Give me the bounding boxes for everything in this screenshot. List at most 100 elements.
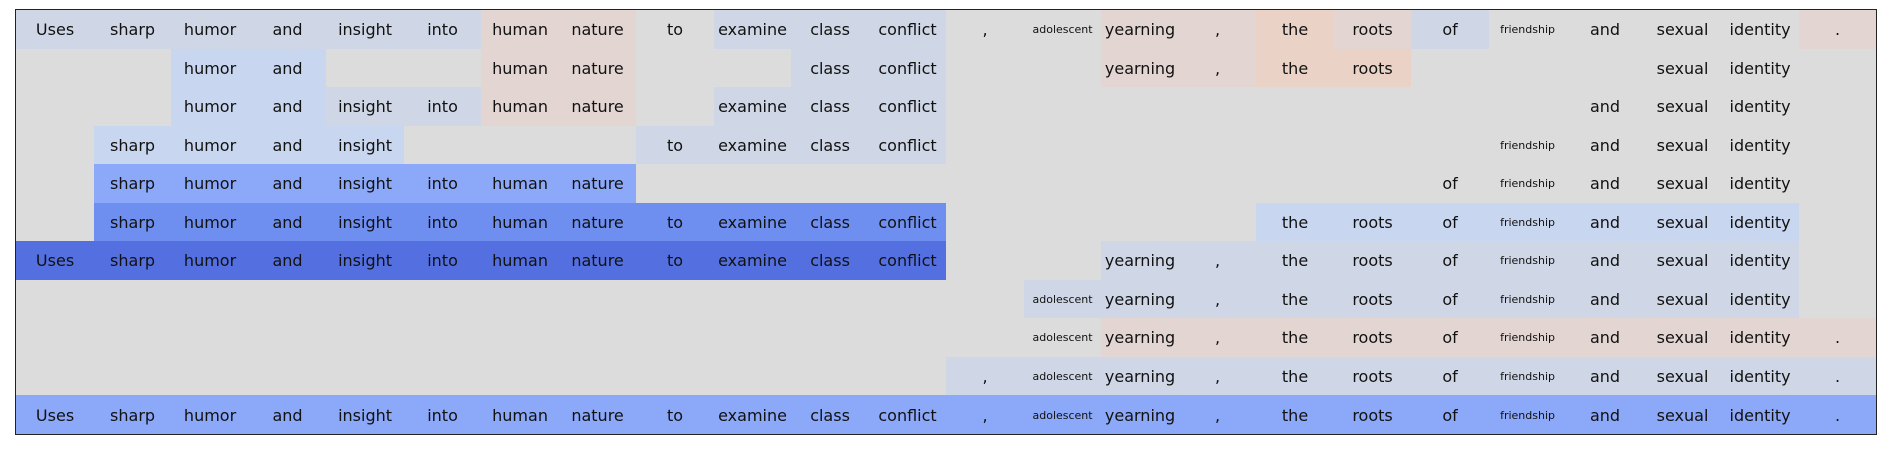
cell-r4-c9 [713, 164, 792, 204]
cell-r7-c5 [403, 279, 482, 319]
cell-r8-c11 [868, 318, 947, 358]
cell-r8-c0 [16, 318, 95, 358]
cell-r8-c1 [93, 318, 172, 358]
cell-r1-c7: nature [558, 48, 637, 88]
cell-r8-c12 [946, 318, 1025, 358]
cell-r3-c23 [1798, 125, 1876, 165]
cell-r3-c0 [16, 125, 95, 165]
cell-r2-c16 [1256, 87, 1335, 127]
cell-r2-c9: examine [713, 87, 792, 127]
cell-r9-c13: adolescent [1023, 356, 1102, 397]
cell-r6-c4: insight [326, 241, 405, 281]
cell-r6-c11: conflict [868, 241, 947, 281]
cell-r7-c21: sexual [1643, 279, 1722, 319]
cell-r4-c20: and [1566, 164, 1645, 204]
cell-r9-c10 [791, 356, 870, 397]
cell-r3-c13 [1023, 125, 1102, 165]
cell-r2-c21: sexual [1643, 87, 1722, 127]
cell-r5-c14 [1101, 202, 1180, 242]
cell-r1-c12 [946, 48, 1025, 88]
cell-r8-c14: yearning [1101, 318, 1180, 358]
cell-r3-c15 [1178, 125, 1257, 165]
cell-r8-c17: roots [1333, 318, 1412, 358]
cell-r0-c9: examine [713, 10, 792, 50]
cell-r6-c21: sexual [1643, 241, 1722, 281]
cell-r0-c10: class [791, 10, 870, 50]
cell-r4-c23 [1798, 164, 1876, 204]
cell-r8-c3 [248, 318, 327, 358]
cell-r4-c22: identity [1721, 164, 1800, 204]
cell-r10-c18: of [1411, 395, 1490, 434]
cell-r2-c1 [93, 87, 172, 127]
cell-r7-c17: roots [1333, 279, 1412, 319]
cell-r9-c4 [326, 356, 405, 397]
cell-r7-c2 [171, 279, 250, 319]
cell-r9-c1 [93, 356, 172, 397]
cell-r2-c23 [1798, 87, 1876, 127]
cell-r2-c3: and [248, 87, 327, 127]
cell-r0-c2: humor [171, 10, 250, 50]
cell-r5-c7: nature [558, 202, 637, 242]
cell-r9-c15: , [1178, 356, 1257, 397]
cell-r7-c14: yearning [1101, 279, 1180, 319]
cell-r6-c12 [946, 241, 1025, 281]
cell-r9-c11 [868, 356, 947, 397]
cell-r3-c14 [1101, 125, 1180, 165]
cell-r8-c4 [326, 318, 405, 358]
cell-r10-c22: identity [1721, 395, 1800, 434]
cell-r1-c6: human [481, 48, 560, 88]
cell-r7-c13: adolescent [1023, 279, 1102, 319]
cell-r9-c21: sexual [1643, 356, 1722, 397]
cell-r0-c8: to [636, 10, 715, 50]
cell-r1-c11: conflict [868, 48, 947, 88]
cell-r0-c0: Uses [16, 10, 95, 50]
cell-r3-c11: conflict [868, 125, 947, 165]
cell-r4-c16 [1256, 164, 1335, 204]
cell-r8-c7 [558, 318, 637, 358]
cell-r10-c4: insight [326, 395, 405, 434]
cell-r3-c8: to [636, 125, 715, 165]
cell-r7-c20: and [1566, 279, 1645, 319]
cell-r9-c6 [481, 356, 560, 397]
cell-r1-c3: and [248, 48, 327, 88]
cell-r9-c16: the [1256, 356, 1335, 397]
cell-r10-c17: roots [1333, 395, 1412, 434]
cell-r6-c6: human [481, 241, 560, 281]
cell-r4-c3: and [248, 164, 327, 204]
cell-r3-c18 [1411, 125, 1490, 165]
cell-r5-c3: and [248, 202, 327, 242]
cell-r8-c9 [713, 318, 792, 358]
cell-r2-c2: humor [171, 87, 250, 127]
cell-r10-c23: . [1798, 395, 1876, 434]
cell-r7-c1 [93, 279, 172, 319]
cell-r8-c8 [636, 318, 715, 358]
cell-r7-c0 [16, 279, 95, 319]
cell-r5-c22: identity [1721, 202, 1800, 242]
cell-r2-c12 [946, 87, 1025, 127]
cell-r7-c18: of [1411, 279, 1490, 319]
cell-r9-c0 [16, 356, 95, 397]
cell-r3-c7 [558, 125, 637, 165]
cell-r6-c3: and [248, 241, 327, 281]
cell-r2-c18 [1411, 87, 1490, 127]
cell-r10-c15: , [1178, 395, 1257, 434]
cell-r6-c19: friendship [1488, 241, 1567, 281]
cell-r10-c1: sharp [93, 395, 172, 434]
cell-r3-c6 [481, 125, 560, 165]
cell-r10-c12: , [946, 395, 1025, 434]
cell-r4-c17 [1333, 164, 1412, 204]
cell-r7-c23 [1798, 279, 1876, 319]
cell-r1-c15: , [1178, 48, 1257, 88]
cell-r10-c6: human [481, 395, 560, 434]
cell-r6-c13 [1023, 241, 1102, 281]
cell-r9-c20: and [1566, 356, 1645, 397]
cell-r2-c5: into [403, 87, 482, 127]
cell-r4-c19: friendship [1488, 164, 1567, 204]
cell-r0-c20: and [1566, 10, 1645, 50]
cell-r3-c20: and [1566, 125, 1645, 165]
cell-r6-c20: and [1566, 241, 1645, 281]
cell-r5-c23 [1798, 202, 1876, 242]
cell-r5-c20: and [1566, 202, 1645, 242]
cell-r4-c1: sharp [93, 164, 172, 204]
cell-r7-c16: the [1256, 279, 1335, 319]
